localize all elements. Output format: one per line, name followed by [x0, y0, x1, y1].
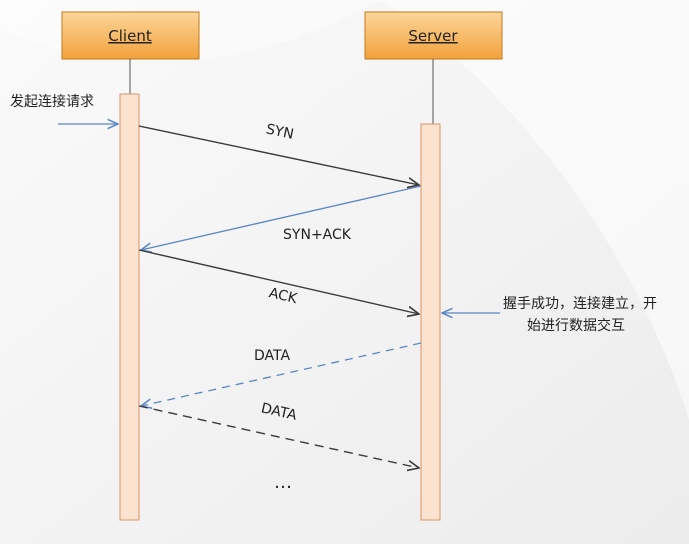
client-participant: Client	[61, 11, 200, 60]
background-swoosh	[380, 0, 689, 420]
client-label: Client	[108, 27, 152, 45]
note-established-line2: 始进行数据交互	[527, 317, 625, 334]
server-label: Server	[408, 27, 458, 45]
message-syn-arrow	[138, 125, 419, 185]
server-participant: Server	[364, 11, 503, 60]
client-box	[61, 11, 200, 60]
server-activation-bar	[420, 123, 441, 521]
message-data-server-label: DATA	[254, 348, 290, 364]
server-box	[364, 11, 503, 60]
ellipsis: …	[274, 472, 292, 493]
note-initiate: 发起连接请求	[10, 93, 94, 110]
note-established-line1: 握手成功，连接建立，开	[503, 295, 657, 312]
message-data-server-arrow	[141, 342, 422, 406]
message-syn-label: SYN	[265, 121, 296, 142]
message-data-client-arrow	[138, 405, 419, 468]
message-ack-arrow	[138, 249, 419, 314]
message-data-client-label: DATA	[260, 400, 299, 424]
message-synack-label: SYN+ACK	[283, 227, 352, 243]
message-ack-label: ACK	[267, 285, 299, 307]
client-activation-bar	[119, 93, 140, 521]
message-synack-arrow	[141, 185, 422, 250]
